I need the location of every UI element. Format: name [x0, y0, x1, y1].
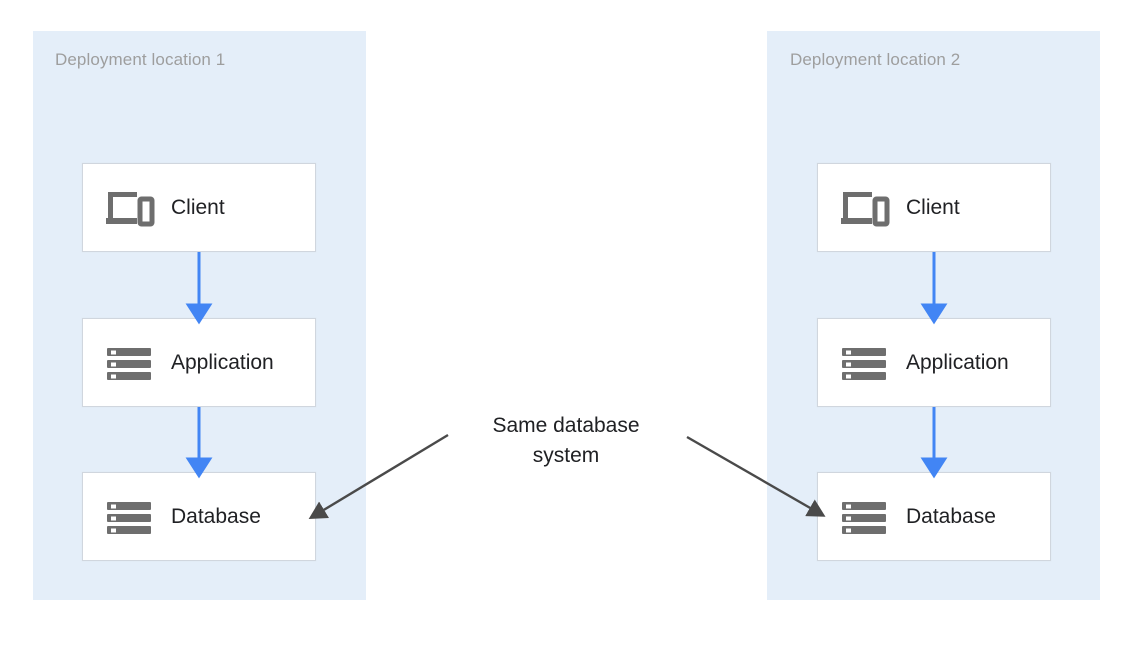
- node-database-2-label: Database: [906, 504, 996, 528]
- deployment-region-1-label: Deployment location 1: [55, 50, 226, 69]
- node-database-1-label: Database: [171, 504, 261, 528]
- server-icon: [103, 337, 155, 389]
- annotation-line-1: Same database: [492, 414, 640, 437]
- annotation-line-2: system: [532, 444, 600, 467]
- server-icon: [838, 337, 890, 389]
- database-server-icon: [838, 491, 890, 543]
- devices-icon: [838, 182, 890, 234]
- node-application-1-label: Application: [171, 350, 274, 374]
- node-database-2[interactable]: Database: [817, 472, 1051, 561]
- node-client-1[interactable]: Client: [82, 163, 316, 252]
- devices-icon: [103, 182, 155, 234]
- node-client-1-label: Client: [171, 195, 225, 219]
- node-client-2[interactable]: Client: [817, 163, 1051, 252]
- annotation-same-database-system: Same database system: [466, 411, 666, 471]
- node-database-1[interactable]: Database: [82, 472, 316, 561]
- node-application-2[interactable]: Application: [817, 318, 1051, 407]
- node-client-2-label: Client: [906, 195, 960, 219]
- database-server-icon: [103, 491, 155, 543]
- node-application-1[interactable]: Application: [82, 318, 316, 407]
- deployment-region-2-label: Deployment location 2: [790, 50, 961, 69]
- node-application-2-label: Application: [906, 350, 1009, 374]
